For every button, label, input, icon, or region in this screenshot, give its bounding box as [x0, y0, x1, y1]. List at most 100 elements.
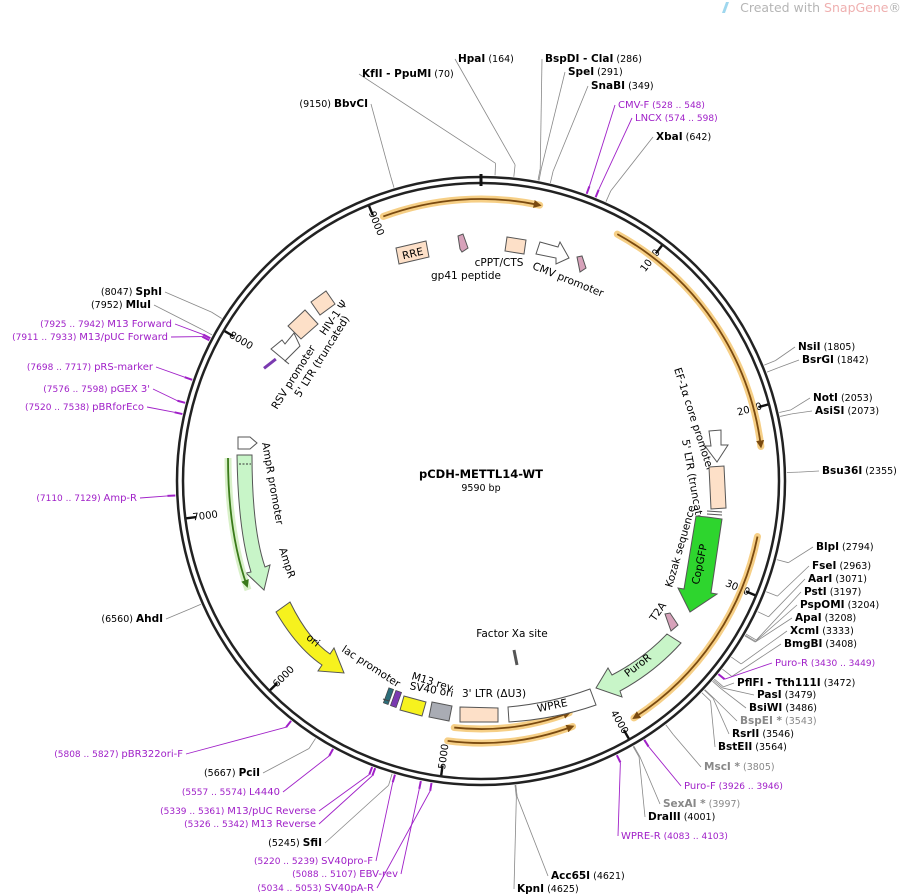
feature-ori: ori: [275, 601, 345, 674]
primer-pos: (7110 .. 7129): [36, 494, 103, 504]
site-pos: (4001): [681, 812, 716, 823]
site-xcmi: XcmI (3333): [790, 625, 854, 637]
feature-small-marker: [576, 255, 587, 273]
site-aari: AarI (3071): [808, 573, 867, 585]
primer-name: CMV-F: [618, 100, 649, 111]
leader-kfli: [494, 163, 496, 176]
leader-tail-bbvci: [370, 103, 391, 177]
primer-leader-ebvrev: [400, 788, 420, 875]
site-name: BlpI: [816, 541, 839, 553]
t2a-label: T2A: [647, 600, 670, 625]
site-pos: (291): [594, 67, 623, 78]
primer-name: pBR322ori-F: [121, 749, 183, 760]
primer-leader-pbr322: [185, 726, 287, 755]
primer-l4440: (5557 .. 5574) L4440: [182, 787, 280, 798]
site-name: MscI *: [704, 761, 740, 773]
primer-name: pRS-marker: [94, 362, 154, 373]
leader-ahdi: [189, 603, 202, 610]
site-pos: (7952): [91, 300, 126, 311]
primer-pbr322: (5808 .. 5827) pBR322ori-F: [54, 749, 183, 760]
leader-tail-sphi: [164, 291, 212, 313]
site-name: DraIII: [648, 811, 681, 823]
orf-arcs: [379, 195, 765, 747]
primer-m13puc: (5339 .. 5361) M13/pUC Reverse: [160, 806, 316, 817]
primer-mark-pbr322: [285, 720, 292, 728]
leader-asisi: [780, 413, 792, 417]
site-fsei: FseI (2963): [812, 560, 871, 572]
primer-mark-wprer: [615, 754, 622, 763]
primer-pos: (5808 .. 5827): [54, 750, 121, 760]
leader-tail-bmgbi: [731, 643, 782, 677]
primer-leader-m13rev: [318, 775, 373, 825]
leader-tail-snabi: [552, 85, 589, 172]
site-bspdi: BspDI - ClaI (286): [545, 53, 642, 65]
amppromoter-label: AmpR promoter: [259, 441, 285, 526]
site-kpni: KpnI (4625): [517, 883, 579, 895]
primer-leader-cmvf: [588, 104, 616, 187]
leader-bspei: [704, 689, 714, 699]
leader-tail-bsrgi: [778, 359, 800, 369]
site-pos: (4625): [544, 884, 579, 895]
site-pos: (1842): [834, 355, 869, 366]
site-noti: NotI (2053): [813, 392, 873, 404]
site-name: MluI: [126, 299, 151, 311]
site-rsrii: RsrII (3546): [732, 728, 794, 740]
leader-hpai: [513, 164, 516, 177]
site-name: PstI: [804, 586, 827, 598]
primer-leader-m13puc: [318, 774, 370, 812]
site-pos: (642): [683, 132, 712, 143]
feature-wpre: WPRE: [507, 688, 597, 723]
primer-m13f: (7925 .. 7942) M13 Forward: [40, 319, 172, 330]
primer-pos: (4083 .. 4103): [661, 832, 728, 842]
primer-wprer: WPRE-R (4083 .. 4103): [621, 831, 728, 842]
feature-t2a: T2A: [647, 600, 679, 632]
primer-mark-m13pucf: [201, 335, 210, 342]
site-pasi: PasI (3479): [757, 689, 816, 701]
feature-gp41: gp41 peptide: [431, 233, 501, 282]
site-asisi: AsiSI (2073): [815, 405, 879, 417]
site-name: PasI: [757, 689, 782, 701]
primer-purof: Puro-F (3926 .. 3946): [684, 781, 783, 792]
primer-pos: (5088 .. 5107): [292, 870, 359, 880]
leader-tail-bspei: [713, 697, 738, 722]
leader-bsiwi: [712, 680, 722, 690]
site-bspei: BspEI * (3543): [740, 715, 817, 727]
feature-cmv-promoter: CMV promoter: [531, 240, 606, 300]
primer-mark-ebvrev: [418, 780, 422, 790]
leader-tail-pflfi: [723, 682, 735, 688]
leader-lines: [139, 58, 820, 890]
leader-tail-pasi: [722, 687, 755, 696]
leader-xbai: [605, 190, 612, 202]
feature-rre: RRE: [395, 240, 430, 265]
primer-sv40pa: (5034 .. 5053) SV40pA-R: [257, 883, 374, 894]
primer-pos: (528 .. 548): [649, 101, 705, 111]
leader-tail-apai: [754, 617, 793, 643]
leader-tail-pcii: [262, 748, 310, 774]
leader-tail-nsii: [775, 346, 796, 361]
leader-apai: [744, 635, 756, 643]
primer-name: pBRforEco: [92, 402, 144, 413]
site-pos: (1805): [821, 342, 856, 353]
primer-pos: (5034 .. 5053): [257, 884, 324, 894]
primer-mark-lncx: [594, 189, 600, 198]
leader-tail-bsiwi: [721, 688, 747, 709]
leader-psti: [745, 633, 757, 641]
plasmid-size: 9590 bp: [461, 483, 500, 494]
site-name: SfiI: [303, 837, 322, 849]
primer-pos: (5220 .. 5239): [254, 857, 321, 867]
primer-ebvrev: (5088 .. 5107) EBV-rev: [292, 869, 398, 880]
primer-pbrfor: (7520 .. 7538) pBRforEco: [25, 402, 144, 413]
site-xbai: XbaI (642): [656, 131, 711, 143]
tick-label-6000: 6000: [271, 664, 297, 690]
gp41-label: gp41 peptide: [431, 270, 501, 282]
primer-pos: (3430 .. 3449): [808, 659, 875, 669]
primer-name: SV40pA-R: [325, 883, 374, 894]
site-bsu36i: Bsu36I (2355): [822, 465, 897, 477]
feature-ef1a-promoter: EF-1α core promoter: [671, 366, 729, 473]
site-pos: (3333): [819, 626, 854, 637]
site-name: XbaI: [656, 131, 683, 143]
primer-pos: (3926 .. 3946): [716, 782, 783, 792]
site-psti: PstI (3197): [804, 586, 861, 598]
primer-pos: (7698 .. 7717): [27, 363, 94, 373]
